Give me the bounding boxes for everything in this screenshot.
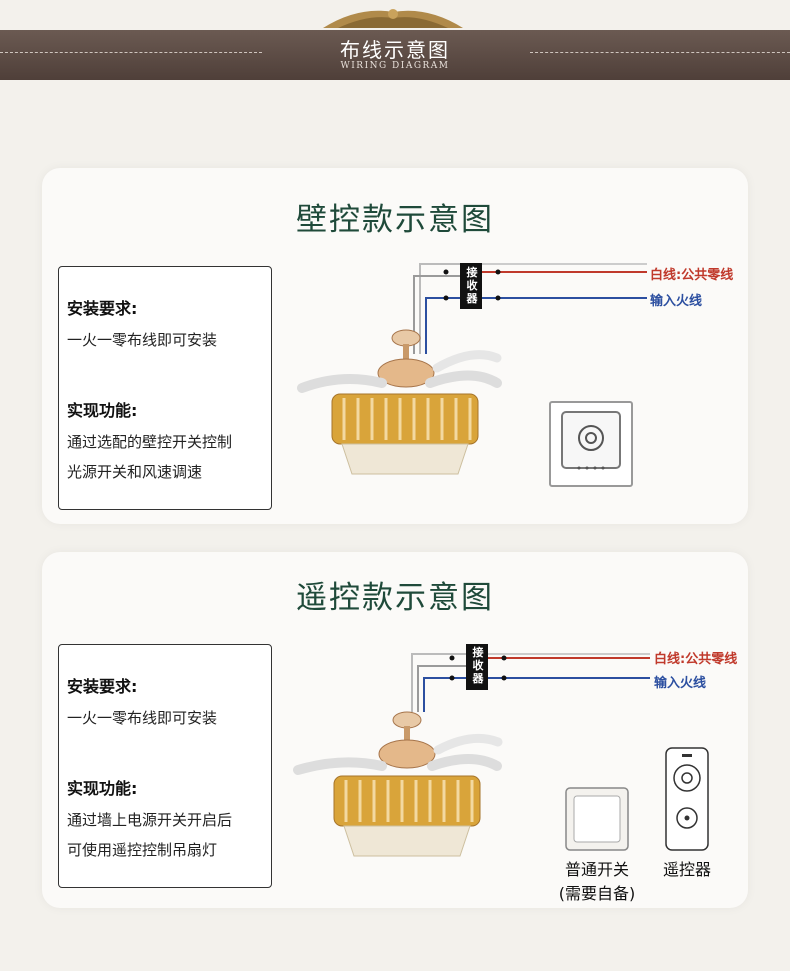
remote-receiver-label: 接 收 器 — [471, 646, 485, 685]
wall-receiver-box — [460, 263, 482, 309]
remote-wiring-figure — [293, 644, 709, 857]
remote-func-line2: 可使用遥控控制吊扇灯 — [67, 841, 218, 859]
plain-switch-icon — [565, 787, 629, 851]
plain-switch-caption-line1: 普通开关 — [564, 860, 629, 879]
remote-requirements-box: 安装要求: 一火一零布线即可安装 实现功能: 通过墙上电源开关开启后 可使用遥控… — [58, 644, 272, 888]
wall-wires — [413, 263, 647, 354]
remote-wire-live-label: 输入火线 — [654, 676, 707, 691]
wall-wiring-figure — [297, 263, 647, 487]
wall-panel-title: 壁控款示意图 — [296, 202, 494, 238]
remote-control-panel: 遥控款示意图 安装要求: 一火一零布线即可安装 实现功能: 通过墙上电源开关开启… — [42, 552, 748, 908]
wall-func-heading: 实现功能: — [67, 401, 138, 420]
remote-wires — [411, 653, 650, 712]
remote-func-heading: 实现功能: — [67, 779, 138, 798]
plain-switch-caption-line2: (需要自备) — [558, 884, 636, 903]
header-ornament — [323, 9, 463, 28]
wall-wire-live-label: 输入火线 — [650, 294, 703, 309]
remote-func-line1: 通过墙上电源开关开启后 — [67, 811, 233, 829]
wall-req-text: 一火一零布线即可安装 — [67, 331, 218, 349]
receiver-char: 收 — [472, 659, 484, 672]
remote-req-text: 一火一零布线即可安装 — [67, 709, 218, 727]
wall-func-line1: 通过选配的壁控开关控制 — [67, 433, 233, 451]
wall-wire-white-label: 白线:公共零线 — [650, 268, 734, 283]
remote-req-heading: 安装要求: — [67, 677, 138, 696]
header-divider-right — [530, 52, 790, 53]
header-band: 布线示意图 WIRING DIAGRAM — [0, 30, 790, 80]
remote-panel-title: 遥控款示意图 — [296, 580, 494, 616]
plain-switch-caption: 普通开关 (需要自备) — [552, 856, 642, 904]
remote-receiver-box — [466, 644, 488, 690]
receiver-char: 器 — [472, 672, 484, 685]
wall-func-line2: 光源开关和风速调速 — [67, 463, 203, 481]
page-subtitle: WIRING DIAGRAM — [340, 61, 450, 71]
receiver-char: 接 — [472, 646, 484, 659]
wall-requirements-box: 安装要求: 一火一零布线即可安装 实现功能: 通过选配的壁控开关控制 光源开关和… — [58, 266, 272, 510]
receiver-char: 收 — [466, 279, 478, 292]
wall-receiver-label: 接 收 器 — [465, 266, 479, 305]
wall-control-panel: 壁控款示意图 安装要求: 一火一零布线即可安装 实现功能: 通过选配的壁控开关控… — [42, 168, 748, 524]
wall-switch-icon — [549, 401, 633, 487]
remote-wire-white-label: 白线:公共零线 — [654, 652, 738, 667]
page-title: 布线示意图 — [340, 38, 450, 62]
receiver-char: 器 — [466, 292, 478, 305]
remote-controller-icon — [665, 747, 709, 851]
wall-req-heading: 安装要求: — [67, 299, 138, 318]
receiver-char: 接 — [466, 266, 478, 279]
wall-fan-chandelier — [297, 329, 502, 475]
header-divider-left — [0, 52, 262, 53]
remote-controller-caption: 遥控器 — [662, 860, 711, 879]
remote-fan-chandelier — [293, 711, 503, 857]
